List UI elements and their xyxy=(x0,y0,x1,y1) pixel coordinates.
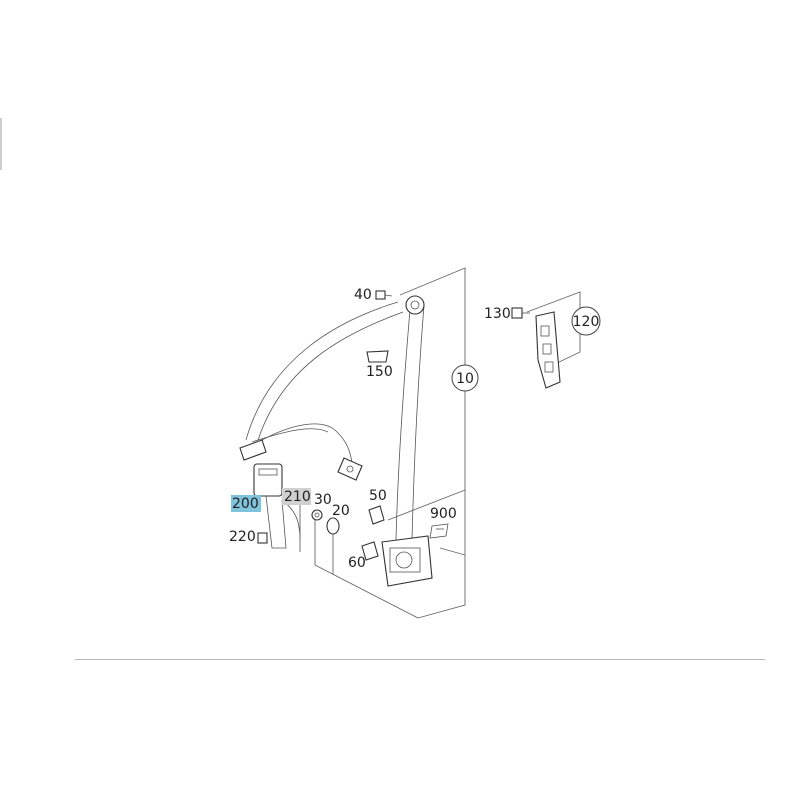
upper-anchor-part xyxy=(405,295,425,315)
callout-50[interactable]: 50 xyxy=(369,488,387,504)
callout-120[interactable]: 120 xyxy=(571,306,601,336)
callout-120-label: 120 xyxy=(573,314,600,330)
page-edge-marker xyxy=(0,118,2,170)
callout-10-label: 10 xyxy=(456,371,474,387)
part-900-symbol xyxy=(429,523,449,539)
bolt-60-part xyxy=(361,541,379,561)
callout-20[interactable]: 20 xyxy=(332,503,350,519)
callout-220[interactable]: 220 xyxy=(229,529,256,545)
callout-10[interactable]: 10 xyxy=(451,364,479,392)
callout-150[interactable]: 150 xyxy=(366,364,393,380)
group-outline-10 xyxy=(314,267,466,619)
callout-60[interactable]: 60 xyxy=(348,555,366,571)
leader-lines xyxy=(299,500,334,575)
height-adjuster-120-part xyxy=(535,311,561,389)
bolt-130-part xyxy=(511,307,530,319)
clip-150-part xyxy=(366,350,389,363)
retractor-part xyxy=(381,535,433,587)
ring-20-part xyxy=(326,517,340,535)
callout-40[interactable]: 40 xyxy=(354,287,372,303)
callout-130[interactable]: 130 xyxy=(484,306,511,322)
callout-210-highlight xyxy=(282,488,311,505)
belt-end-fitting-part xyxy=(337,457,363,481)
belt-webbing xyxy=(245,301,425,541)
washer-30-part xyxy=(311,509,323,521)
bolt-40-part xyxy=(375,290,393,300)
callout-210[interactable]: 210 xyxy=(284,489,311,505)
callout-200[interactable]: 200 xyxy=(232,496,259,512)
screw-220-part xyxy=(257,532,268,544)
callout-900[interactable]: 900 xyxy=(430,506,457,522)
footer-divider xyxy=(75,659,765,660)
bolt-50-part xyxy=(368,505,385,525)
callout-200-highlight xyxy=(231,495,261,512)
callout-30[interactable]: 30 xyxy=(314,492,332,508)
tongue-plate-part xyxy=(239,439,267,461)
